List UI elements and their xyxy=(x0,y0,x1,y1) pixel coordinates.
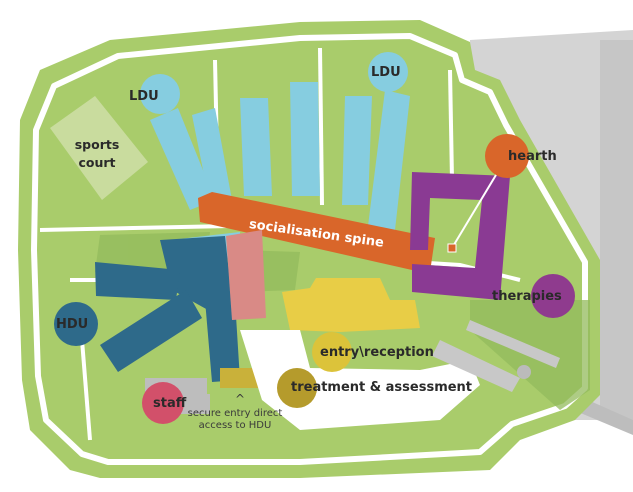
sports-court xyxy=(50,96,148,200)
entry-circle xyxy=(312,332,352,372)
hearth-building xyxy=(410,172,510,300)
socialisation-spine xyxy=(198,192,435,272)
hdu-label: HDU xyxy=(56,317,89,332)
treatment-assessment-label: treatment & assessment xyxy=(291,380,473,395)
hdu-wing xyxy=(95,236,240,382)
treatment-circle xyxy=(277,368,317,408)
staff-label: staff xyxy=(153,396,187,411)
parking xyxy=(432,320,560,392)
hearth-label: hearth xyxy=(508,149,557,164)
pink-block xyxy=(226,230,266,320)
entry-reception-label: entry\reception xyxy=(320,345,434,360)
therapies-label: therapies xyxy=(492,289,562,304)
ldu-right-label: LDU xyxy=(371,65,401,80)
ldu-left-circle xyxy=(140,74,180,114)
ldu-right-circle xyxy=(368,52,408,92)
secure-entry-caret: ^ xyxy=(234,392,246,406)
hearth-circle xyxy=(485,134,529,178)
reception-block xyxy=(282,278,420,332)
courtyard-paths xyxy=(39,47,521,441)
hdu-circle xyxy=(54,302,98,346)
therapies-circle xyxy=(531,274,575,318)
ldu-left-label: LDU xyxy=(129,89,159,104)
sports-court-label: sports court xyxy=(74,137,120,171)
staff-circle xyxy=(142,382,184,424)
hearth-marker xyxy=(447,243,457,253)
secure-entry-note: secure entry direct access to HDU xyxy=(187,408,283,431)
